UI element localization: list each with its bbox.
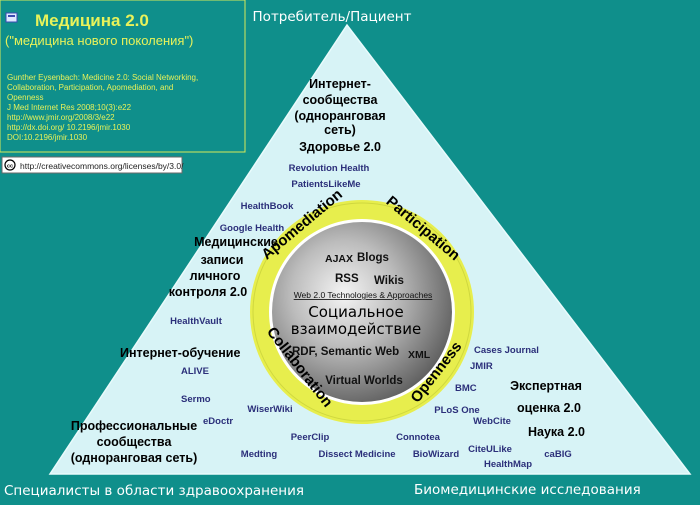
records-line: личного (190, 269, 241, 283)
title-text: Медицина 2.0 (35, 11, 149, 30)
subtitle-text: ("медицина нового поколения") (5, 33, 193, 48)
site-cases-journal: Cases Journal (474, 345, 539, 356)
communities-line: Интернет- (309, 77, 371, 91)
site-dissect-medicine: Dissect Medicine (318, 449, 395, 460)
communities-line: сообщества (303, 93, 379, 107)
reference-line: DOI:10.2196/jmir.1030 (7, 133, 88, 142)
center-blogs: Blogs (357, 252, 389, 264)
site-google-health: Google Health (220, 223, 285, 234)
center-social-2: взаимодействие (291, 320, 421, 338)
corner-top: Потребитель/Пациент (253, 9, 412, 25)
center-wikis: Wikis (374, 275, 404, 287)
expert-line: оценка 2.0 (517, 401, 581, 415)
reference-line: http://www.jmir.org/2008/3/e22 (7, 113, 115, 122)
corner-bottom-right: Биомедицинские исследования (414, 482, 641, 498)
site-peerclip: PeerClip (291, 432, 330, 443)
license-link[interactable]: cc http://creativecommons.org/licenses/b… (1, 156, 184, 174)
site-edoctr: eDoctr (203, 416, 233, 427)
title-icon (5, 12, 18, 23)
records-line: Медицинские (194, 235, 278, 249)
site-biowizard: BioWizard (413, 449, 460, 460)
records-line: записи (201, 253, 244, 267)
communities-line: (одноранговая (294, 109, 385, 123)
central-circle (250, 200, 474, 424)
expert-line: Экспертная (510, 379, 582, 393)
professional-line: Профессиональные (71, 419, 197, 433)
site-healthmap: HealthMap (484, 459, 532, 470)
reference-line: J Med Internet Res 2008;10(3):e22 (7, 103, 132, 112)
title-box (0, 0, 246, 153)
label-records: Медицинские записи личного контроля 2.0 (169, 235, 278, 299)
professional-line: сообщества (97, 435, 173, 449)
label-elearning: Интернет-обучение (120, 346, 240, 360)
cc-icon: cc (4, 159, 16, 171)
label-professional: Профессиональные сообщества (однорангова… (71, 419, 198, 465)
reference-line: Gunther Eysenbach: Medicine 2.0: Social … (7, 73, 198, 82)
label-communities: Интернет- сообщества (одноранговая сеть)… (294, 77, 385, 154)
corner-bottom-left: Специалисты в области здравоохранения (4, 483, 304, 499)
center-virtual: Virtual Worlds (325, 375, 403, 387)
site-wiserwiki: WiserWiki (247, 404, 292, 415)
site-medting: Medting (241, 449, 278, 460)
reference-line: http://dx.doi.org/ 10.2196/jmir.1030 (7, 123, 131, 132)
center-rdf: RDF, Semantic Web (292, 346, 399, 358)
label-science: Наука 2.0 (528, 425, 585, 439)
records-line: контроля 2.0 (169, 285, 247, 299)
site-revolution-health: Revolution Health (289, 163, 370, 174)
center-tech: Web 2.0 Technologies & Approaches (294, 290, 433, 300)
svg-text:cc: cc (7, 164, 13, 170)
communities-line: сеть) (324, 123, 356, 137)
reference-line: Openness (7, 93, 43, 102)
site-healthvault: HealthVault (170, 316, 223, 327)
center-social-1: Социальное (308, 303, 403, 321)
site-healthbook: HealthBook (241, 201, 295, 212)
label-expert: Экспертная оценка 2.0 (510, 379, 582, 415)
site-cabig: caBIG (544, 449, 571, 460)
center-ajax: AJAX (325, 253, 353, 265)
license-url: http://creativecommons.org/licenses/by/3… (20, 161, 184, 171)
site-patientslikeme: PatientsLikeMe (291, 179, 360, 190)
site-citeulike: CiteULike (468, 444, 512, 455)
site-webcite: WebCite (473, 416, 511, 427)
site-alive: ALIVE (181, 366, 209, 377)
site-bmc: BMC (455, 383, 477, 394)
professional-line: (одноранговая сеть) (71, 451, 198, 465)
reference-block: Gunther Eysenbach: Medicine 2.0: Social … (7, 73, 198, 142)
site-plos-one: PLoS One (434, 405, 479, 416)
site-jmir: JMIR (470, 361, 493, 372)
site-sermo: Sermo (181, 394, 211, 405)
center-xml: XML (408, 349, 431, 361)
center-rss: RSS (335, 273, 359, 285)
site-connotea: Connotea (396, 432, 441, 443)
communities-line: Здоровье 2.0 (299, 140, 381, 154)
reference-line: Collaboration, Participation, Apomediati… (7, 83, 173, 92)
